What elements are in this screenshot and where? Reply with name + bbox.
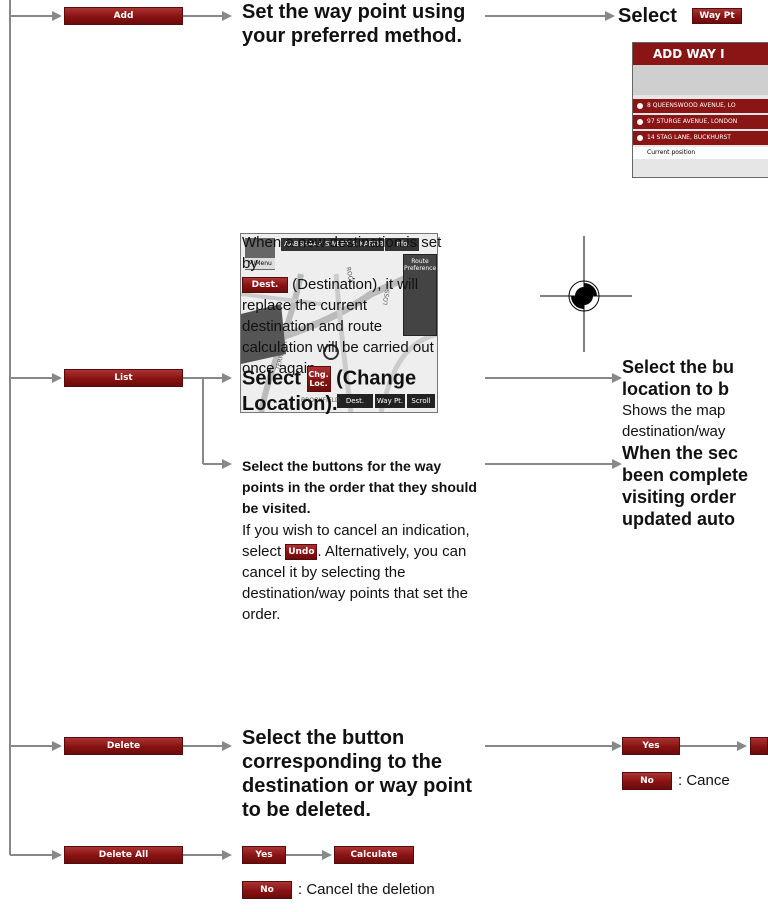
delete-all-yes-button[interactable]: Yes bbox=[242, 846, 286, 864]
delete-no-button[interactable]: No bbox=[622, 772, 672, 790]
map-menu-button[interactable]: M/Menu bbox=[245, 258, 275, 269]
delete-all-cancel-text: : Cancel the deletion bbox=[298, 881, 435, 898]
add-way-point-panel: ADD WAY I 8 QUEENSWOOD AVENUE, LO 97 STU… bbox=[632, 42, 768, 178]
list-right-text: Select the bu location to b Shows the ma… bbox=[622, 356, 768, 530]
panel-row[interactable]: 97 STURGE AVENUE, LONDON bbox=[633, 115, 768, 129]
delete-all-calculate-button[interactable]: Calculate bbox=[334, 846, 414, 864]
add-note: When a new destination is set by Dest. (… bbox=[242, 232, 442, 379]
list-body: If you wish to cancel an indication, sel… bbox=[242, 522, 470, 623]
delete-heading: Select the button corresponding to the d… bbox=[242, 727, 473, 821]
panel-row[interactable]: 14 STAG LANE, BUCKHURST bbox=[633, 131, 768, 145]
panel-title: ADD WAY I bbox=[633, 43, 768, 65]
map-banner: AABSHAAR SWEET & KABOB ▸ bbox=[281, 238, 384, 251]
list-right-heading-1: Select the bu location to b bbox=[622, 357, 735, 399]
delete-all-no-button[interactable]: No bbox=[242, 881, 292, 899]
delete-cancel-text: : Cance bbox=[678, 772, 730, 789]
dest-button[interactable]: Dest. bbox=[242, 277, 288, 294]
map-scroll-button[interactable]: Scroll bbox=[407, 394, 435, 408]
add-button[interactable]: Add bbox=[64, 7, 183, 25]
map-info-button[interactable]: Info. bbox=[385, 238, 419, 251]
map-screenshot: AABSHAAR SWEET & KABOB ▸ Info. M/Menu Ro… bbox=[240, 233, 438, 413]
list-body-2: Alternatively, you can cancel it by sele… bbox=[242, 543, 468, 623]
delete-yes-button[interactable]: Yes bbox=[622, 737, 680, 755]
panel-current-position[interactable]: Current position bbox=[633, 147, 768, 159]
undo-button[interactable]: Undo bbox=[285, 544, 318, 561]
way-pt-button[interactable]: Way Pt bbox=[692, 8, 742, 24]
add-heading: Set the way point using your preferred m… bbox=[242, 1, 466, 47]
list-sub-heading: Select the buttons for the way points in… bbox=[242, 458, 477, 516]
list-select-word: Select bbox=[242, 367, 301, 390]
list-heading: Select Chg.Loc. (Change Location). bbox=[242, 366, 492, 416]
list-right-body-1: Shows the map destination/way bbox=[622, 402, 726, 440]
add-note-part2: (Destination), it will replace the curre… bbox=[242, 276, 434, 377]
map-street-label: BROOKFIELD bbox=[301, 397, 340, 404]
select-waypt-label: Select bbox=[618, 5, 677, 27]
delete-button[interactable]: Delete bbox=[64, 737, 183, 755]
list-instructions: Select the buttons for the way points in… bbox=[242, 456, 477, 625]
add-note-part1: When a new destination is set by bbox=[242, 234, 442, 272]
list-button[interactable]: List bbox=[64, 369, 183, 387]
change-location-label: (Change Location). bbox=[242, 367, 417, 415]
map-waypt-button[interactable]: Way Pt. bbox=[375, 394, 405, 408]
panel-row[interactable]: 8 QUEENSWOOD AVENUE, LO bbox=[633, 99, 768, 113]
route-preference-label: Route Preference bbox=[404, 258, 437, 272]
list-right-heading-2: When the sec been complete visiting orde… bbox=[622, 443, 749, 529]
list-body-1: If you wish to cancel an indication, sel… bbox=[242, 522, 470, 560]
map-dest-button[interactable]: Dest. bbox=[337, 394, 373, 408]
delete-calculate-button[interactable] bbox=[750, 737, 768, 755]
chg-loc-button[interactable]: Chg.Loc. bbox=[306, 366, 331, 392]
delete-all-button[interactable]: Delete All bbox=[64, 846, 183, 864]
route-preference-panel: Route Preference bbox=[403, 254, 437, 336]
